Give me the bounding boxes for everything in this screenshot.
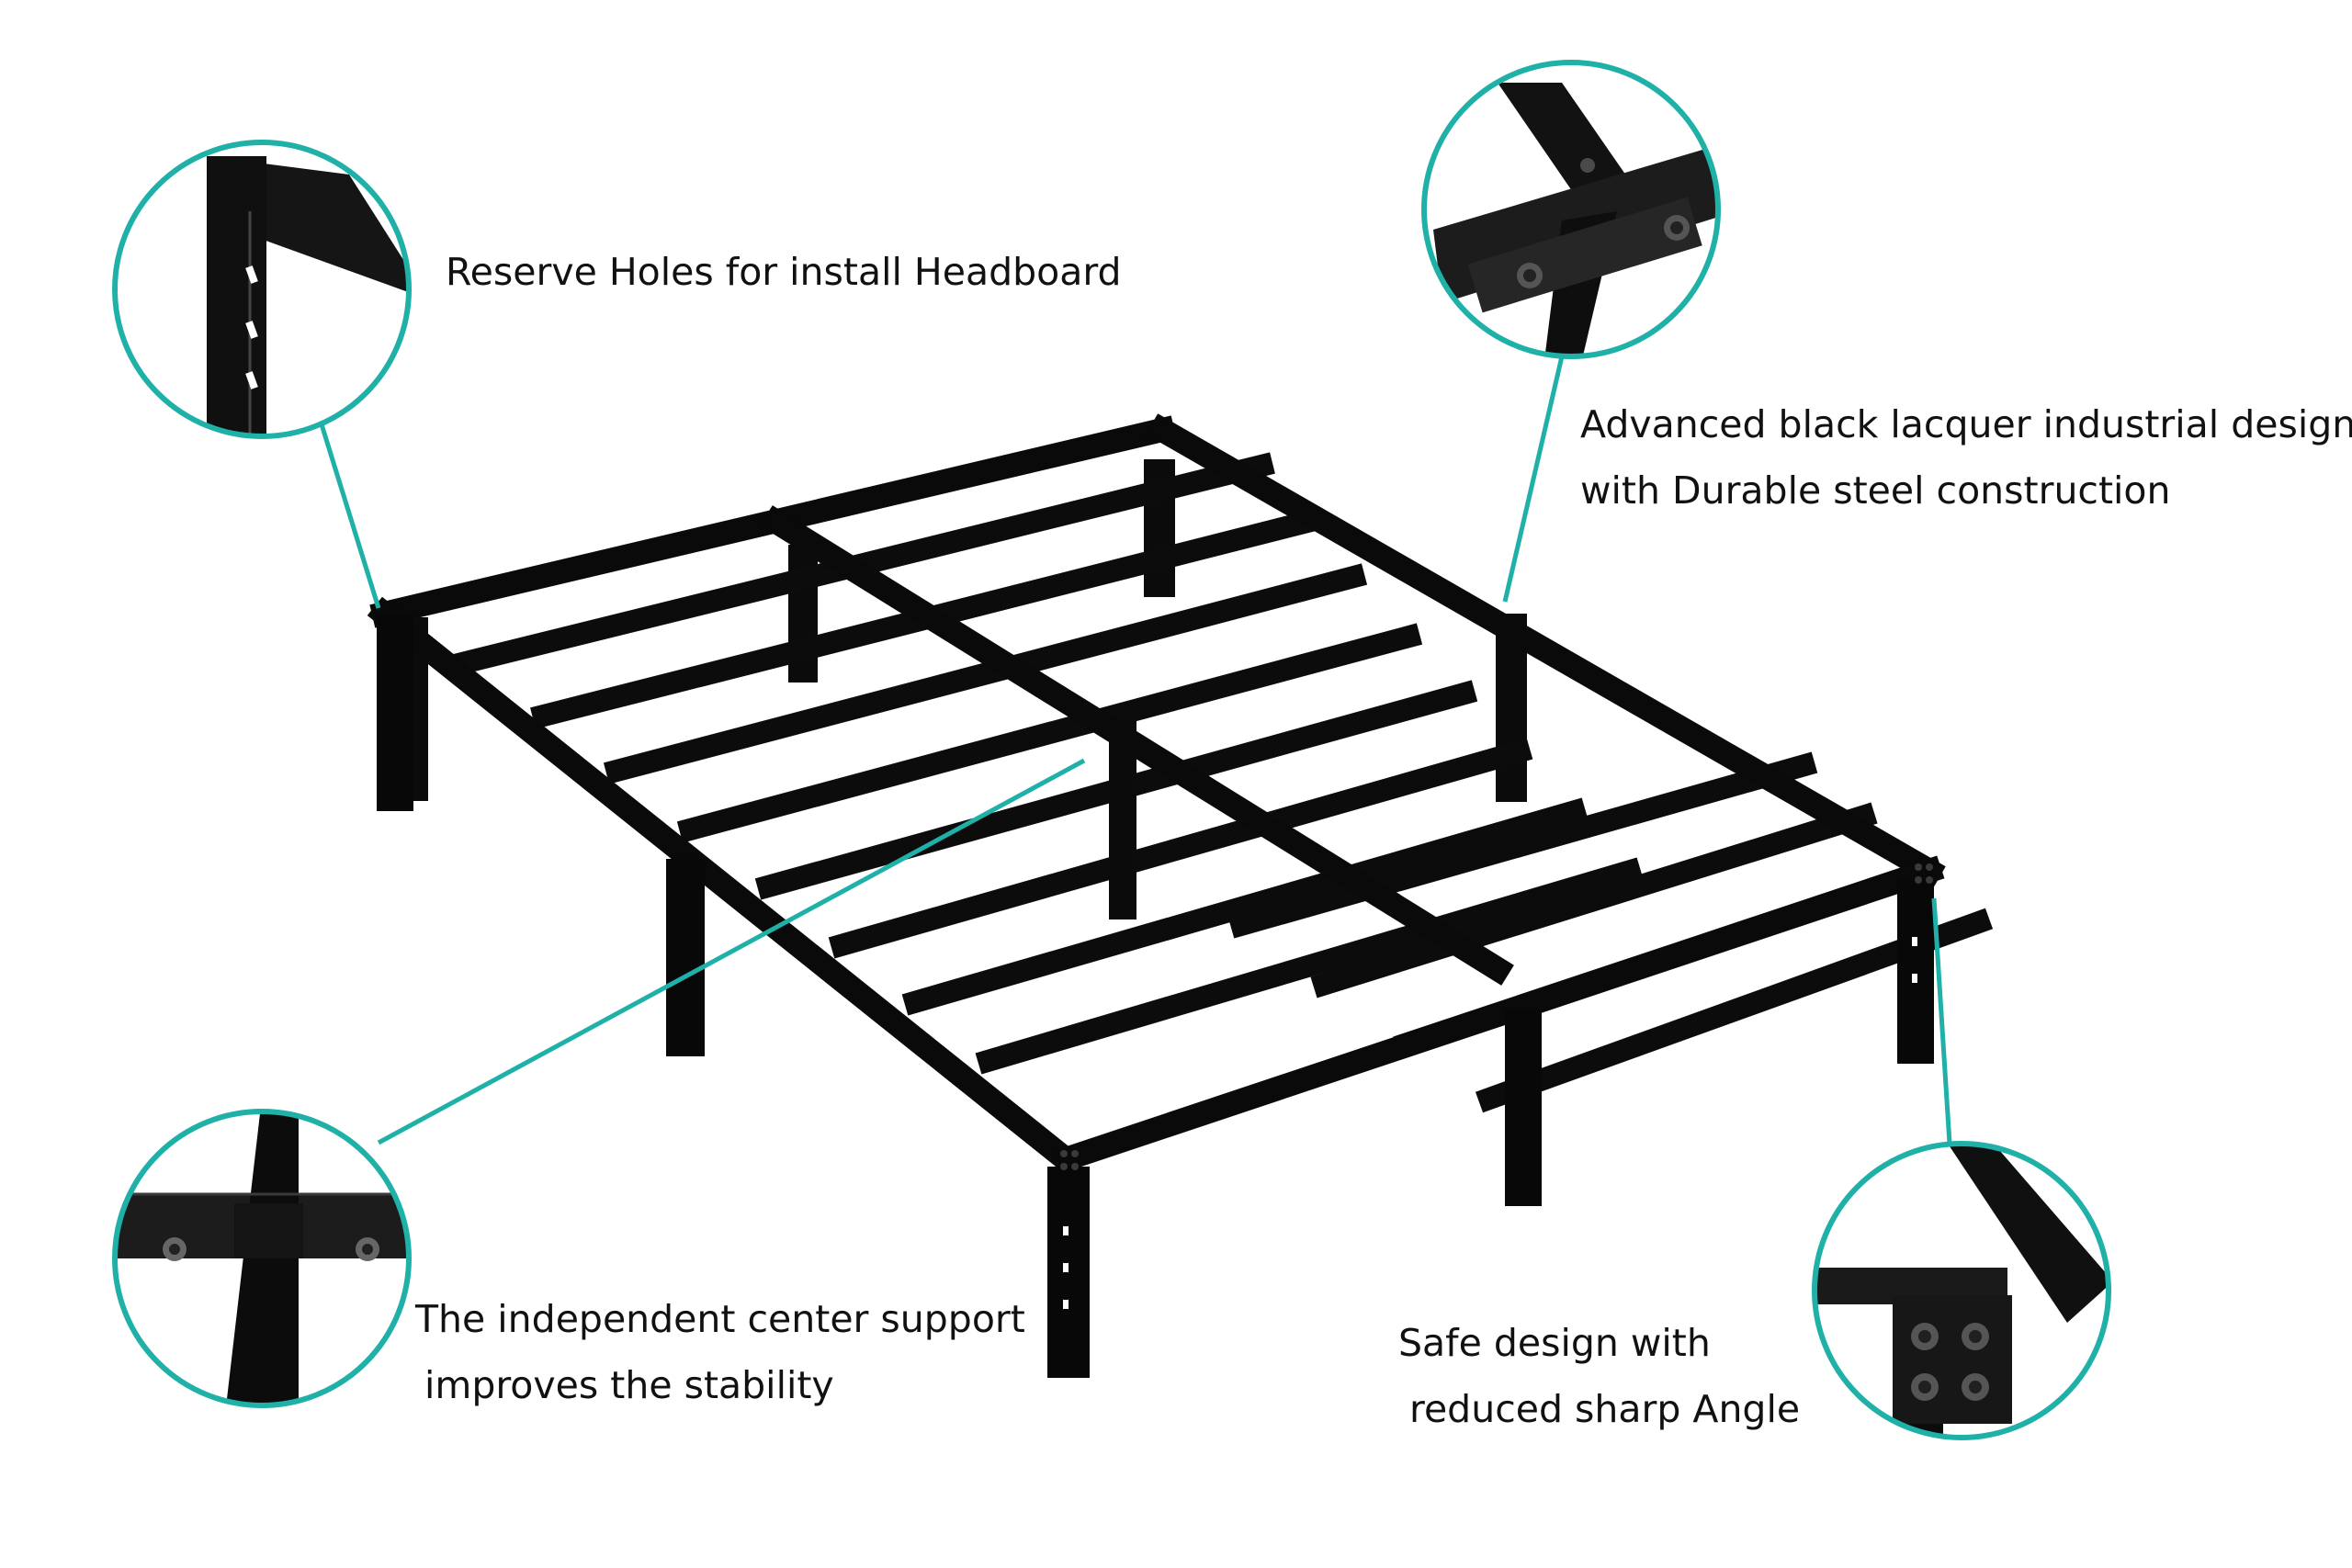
center-rail — [760, 505, 1514, 986]
slats-right — [1227, 751, 1994, 1113]
detail-ring-headboard — [112, 140, 412, 439]
leader-safe — [1931, 897, 1952, 1145]
leg-holes — [1063, 937, 1917, 1309]
front-legs — [377, 614, 1934, 1378]
leg-left-corner — [377, 614, 413, 811]
leader-center — [377, 758, 1086, 1145]
slat — [975, 857, 1644, 1075]
slat — [1227, 751, 1818, 939]
detail-ring-center — [112, 1109, 412, 1408]
leader-lacquer — [1502, 355, 1565, 603]
detail-safe — [1815, 1144, 2109, 1438]
detail-lacquer — [1424, 62, 1718, 356]
callout-center-support-line-1: The independent center support — [415, 1297, 1025, 1341]
slat — [828, 738, 1533, 959]
detail-headboard — [115, 142, 409, 436]
rails — [367, 413, 1946, 1177]
leader-lines — [319, 355, 1952, 1145]
left-rail — [367, 596, 1083, 1177]
front-rail — [1050, 855, 1945, 1175]
corner-bolts — [1060, 863, 1933, 1170]
leg-right-corner — [1897, 880, 1934, 1064]
right-rail — [1146, 413, 1946, 887]
slat — [676, 623, 1423, 843]
detail-center — [115, 1111, 409, 1405]
slat — [603, 563, 1368, 784]
center-support-leg — [1110, 721, 1136, 919]
bed-frame — [367, 413, 1994, 1378]
slat — [1310, 802, 1878, 998]
slat — [901, 797, 1589, 1016]
leg-front-left — [666, 859, 705, 1056]
leg-front-mid — [1505, 1009, 1542, 1206]
detail-ring-lacquer — [1421, 60, 1721, 359]
callout-safe-angle-line-1: Safe design with — [1398, 1321, 1711, 1365]
leader-headboard — [319, 423, 381, 609]
callout-center-support-line-2: improves the stability — [424, 1363, 834, 1407]
detail-ring-safe — [1812, 1141, 2111, 1440]
callout-safe-angle-line-2: reduced sharp Angle — [1409, 1387, 1801, 1431]
callout-headboard-holes: Reserve Holes for install Headboard — [446, 250, 1122, 294]
callout-lacquer-line-2: with Durable steel construction — [1580, 468, 2171, 513]
callout-lacquer-line-1: Advanced black lacquer industrial design — [1580, 402, 2352, 446]
